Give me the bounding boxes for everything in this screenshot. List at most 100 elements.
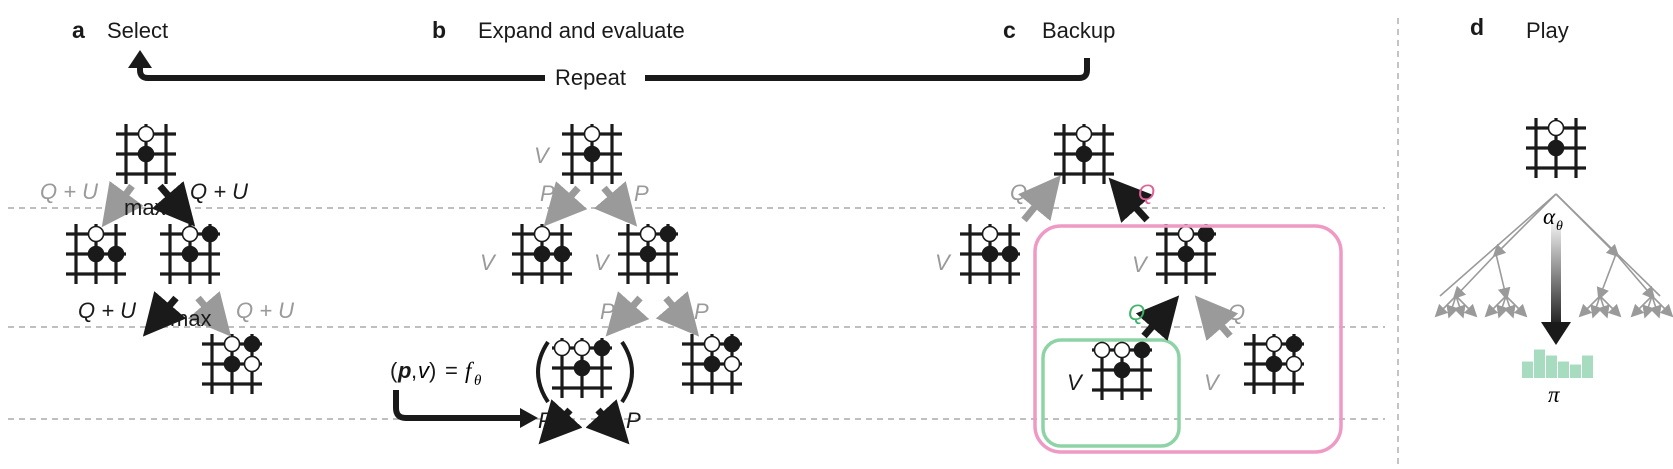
tree-edge (1599, 295, 1622, 318)
black-stone (553, 245, 571, 263)
policy-bar (1522, 361, 1533, 378)
policy-bar (1582, 355, 1593, 378)
play-search-tree (1434, 193, 1673, 319)
panel-b-letter: b (432, 17, 446, 43)
black-stone (1113, 361, 1131, 379)
black-stone (1001, 245, 1019, 263)
expand-p-right: P (634, 181, 649, 206)
go-board (552, 338, 612, 398)
white-stone (583, 125, 601, 143)
backup-q-right: Q (1228, 300, 1245, 325)
black-stone (583, 145, 601, 163)
paren-left (536, 340, 550, 404)
black-stone (723, 335, 741, 353)
black-stone (1075, 145, 1093, 163)
go-boards (66, 118, 1586, 400)
select-qu-lower-right: Q + U (236, 298, 294, 323)
policy-bar (1558, 361, 1569, 378)
play-alpha: α (1543, 204, 1556, 229)
expand-edges (538, 181, 700, 445)
go-board (512, 224, 572, 284)
go-board (1156, 224, 1216, 284)
paren-right (620, 340, 634, 404)
backup-edges (1017, 175, 1239, 341)
white-stone (181, 225, 199, 243)
expand-p-eval-right: P (626, 408, 641, 433)
tree-edge (1597, 295, 1610, 319)
network-arrow (393, 390, 538, 428)
black-stone (1285, 335, 1303, 353)
expand-p-lower-right: P (694, 299, 709, 324)
white-stone (1113, 341, 1131, 359)
panel-c-title: Backup (1042, 18, 1115, 43)
backup-v-left: V (935, 250, 952, 275)
panel-b-title: Expand and evaluate (478, 18, 685, 43)
backup-q-left: Q (1010, 180, 1027, 205)
backup-v-leaf: V (1067, 370, 1084, 395)
tree-edge (1453, 295, 1466, 319)
white-stone (1547, 119, 1565, 137)
network-p: p (397, 358, 411, 383)
expand-p-lower-left: P (600, 299, 615, 324)
panel-c-letter: c (1003, 17, 1016, 43)
select-max-bottom: max (170, 306, 212, 331)
black-stone (223, 355, 241, 373)
white-stone (1177, 225, 1195, 243)
black-stone (1547, 139, 1565, 157)
go-board (1526, 118, 1586, 178)
black-stone (703, 355, 721, 373)
black-stone (573, 359, 591, 377)
tree-edge (1452, 253, 1497, 300)
expand-p-left: P (540, 181, 555, 206)
black-stone (243, 335, 261, 353)
tree-edge (1495, 253, 1511, 301)
go-board (160, 224, 220, 284)
black-stone (659, 225, 677, 243)
policy-bars (1522, 349, 1593, 378)
play-selection-arrow-head (1541, 322, 1571, 345)
backup-green-box (1041, 338, 1181, 448)
black-stone (87, 245, 105, 263)
network-v: v (418, 358, 431, 383)
network-equation: ( p , v ) = f θ (390, 358, 482, 389)
repeat-label: Repeat (555, 65, 626, 90)
white-stone (981, 225, 999, 243)
black-stone (201, 225, 219, 243)
go-board (960, 224, 1020, 284)
backup-q-green: Q (1128, 300, 1145, 325)
network-f: f (465, 358, 475, 383)
go-board (66, 224, 126, 284)
select-qu-lower-left: Q + U (78, 298, 136, 323)
tree-edge (1492, 193, 1557, 258)
black-stone (181, 245, 199, 263)
select-qu-left: Q + U (40, 179, 98, 204)
black-stone (981, 245, 999, 263)
go-board (618, 224, 678, 284)
network-comma: , (411, 358, 417, 383)
black-stone (1133, 341, 1151, 359)
white-stone (533, 225, 551, 243)
policy-bar (1534, 349, 1545, 378)
tree-edge (1503, 295, 1516, 319)
expand-v-mid: V (594, 250, 611, 275)
select-max-top: max (124, 195, 166, 220)
select-edges (101, 181, 232, 337)
play-selection-arrow-shaft (1551, 216, 1561, 328)
tree-edge (1590, 295, 1603, 319)
backup-pink-box (1033, 224, 1343, 454)
tree-edge (1649, 295, 1662, 319)
white-stone (703, 335, 721, 353)
black-stone (137, 145, 155, 163)
expand-p-eval-left: P (538, 408, 553, 433)
go-board (1054, 124, 1114, 184)
go-board (1244, 334, 1304, 394)
black-stone (593, 339, 611, 357)
go-board (202, 334, 262, 394)
play-alpha-theta: θ (1556, 219, 1563, 234)
white-stone (1265, 335, 1283, 353)
network-paren-open: ( (390, 358, 398, 383)
go-board (682, 334, 742, 394)
expand-v-left: V (480, 250, 497, 275)
tree-edge (1555, 193, 1661, 297)
